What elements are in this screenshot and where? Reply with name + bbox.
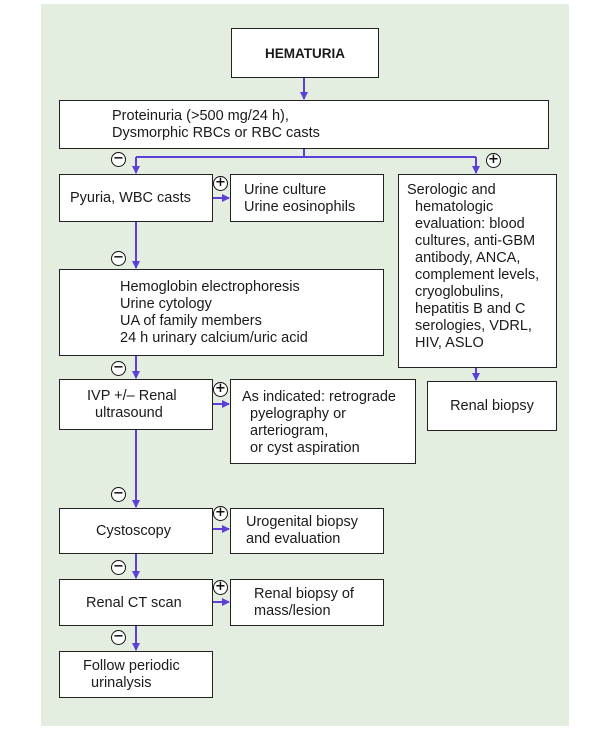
box-renal-ct: Renal CT scan xyxy=(59,579,213,626)
box-renal-biopsy-mass-label: Renal biopsy of mass/lesion xyxy=(254,586,354,619)
box-renal-biopsy-mass: Renal biopsy of mass/lesion xyxy=(230,579,384,626)
box-proteinuria-label: Proteinuria (>500 mg/24 h), Dysmorphic R… xyxy=(112,108,320,141)
minus-sign-follow: − xyxy=(111,630,126,645)
box-ivp-label: IVP +/– Renal ultrasound xyxy=(87,388,177,421)
box-renal-biopsy: Renal biopsy xyxy=(427,381,557,431)
box-hematuria: HEMATURIA xyxy=(231,28,379,78)
minus-sign-hemoglobin: − xyxy=(111,251,126,266)
box-urogenital-label: Urogenital biopsy and evaluation xyxy=(246,514,359,547)
box-ivp: IVP +/– Renal ultrasound xyxy=(59,379,213,430)
box-pyuria-label: Pyuria, WBC casts xyxy=(70,190,191,206)
box-follow-label: Follow periodic urinalysis xyxy=(83,658,180,691)
box-renal-ct-label: Renal CT scan xyxy=(86,595,182,611)
plus-sign-as-indicated: + xyxy=(213,382,228,397)
minus-sign-cystoscopy: − xyxy=(111,487,126,502)
box-proteinuria: Proteinuria (>500 mg/24 h), Dysmorphic R… xyxy=(59,100,549,149)
box-cystoscopy: Cystoscopy xyxy=(59,508,213,554)
box-serologic: Serologic and hematologic evaluation: bl… xyxy=(398,174,557,368)
box-urine-culture: Urine culture Urine eosinophils xyxy=(230,174,384,222)
plus-sign-serologic: + xyxy=(486,153,501,168)
box-renal-biopsy-label: Renal biopsy xyxy=(450,398,534,414)
box-as-indicated: As indicated: retrograde pyelography or … xyxy=(230,379,416,464)
box-as-indicated-label: As indicated: retrograde pyelography or … xyxy=(242,389,396,456)
box-hematuria-label: HEMATURIA xyxy=(265,46,345,61)
minus-sign-pyuria: − xyxy=(111,152,126,167)
box-hemoglobin-label: Hemoglobin electrophoresis Urine cytolog… xyxy=(120,279,308,346)
box-hemoglobin: Hemoglobin electrophoresis Urine cytolog… xyxy=(59,269,384,356)
minus-sign-ivp: − xyxy=(111,361,126,376)
box-pyuria: Pyuria, WBC casts xyxy=(59,174,213,222)
box-follow: Follow periodic urinalysis xyxy=(59,651,213,698)
box-cystoscopy-label: Cystoscopy xyxy=(96,523,171,539)
box-urine-culture-label: Urine culture Urine eosinophils xyxy=(244,182,356,215)
minus-sign-renal-ct: − xyxy=(111,560,126,575)
box-urogenital: Urogenital biopsy and evaluation xyxy=(230,508,384,554)
plus-sign-urogenital: + xyxy=(213,506,228,521)
box-serologic-label: Serologic and hematologic evaluation: bl… xyxy=(407,182,540,351)
plus-sign-renal-biopsy-mass: + xyxy=(213,580,228,595)
plus-sign-urine-culture: + xyxy=(213,176,228,191)
